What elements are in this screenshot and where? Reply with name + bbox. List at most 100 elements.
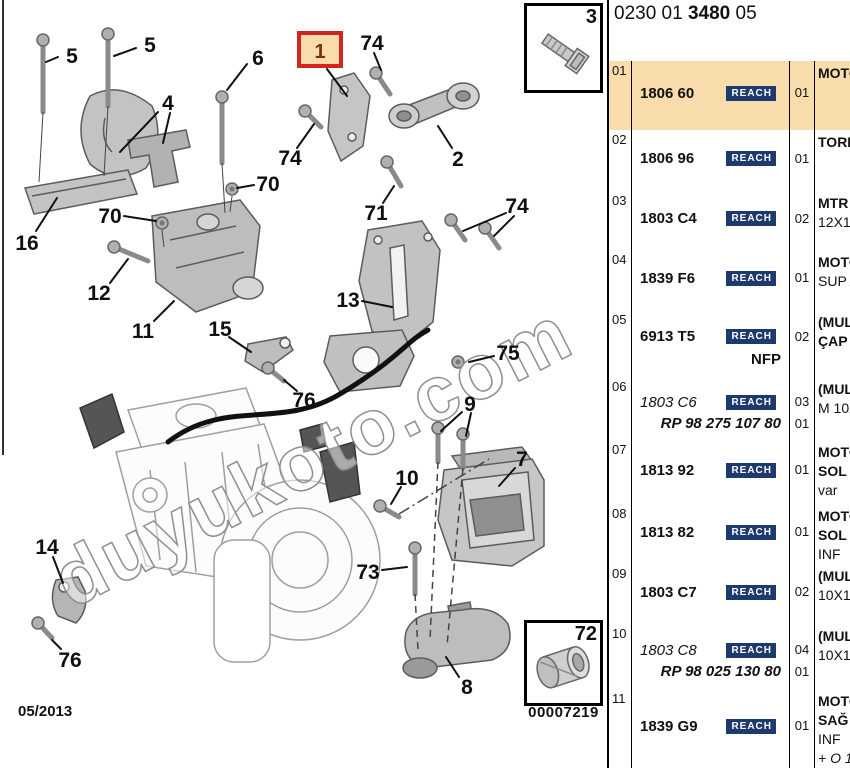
callout-74[interactable]: 74 bbox=[505, 195, 529, 218]
part-number[interactable]: 1806 96 bbox=[640, 150, 695, 168]
torque-rod-2-drawing bbox=[388, 82, 480, 129]
reach-badge[interactable]: REACH bbox=[726, 642, 776, 658]
callout-leader bbox=[381, 566, 408, 571]
callout-13[interactable]: 13 bbox=[336, 289, 359, 312]
callout-71[interactable]: 71 bbox=[364, 202, 388, 225]
bolt-icon bbox=[101, 27, 115, 109]
part-number[interactable]: 1803 C4 bbox=[640, 210, 697, 228]
description-line: 10X15 bbox=[818, 646, 850, 665]
reach-badge[interactable]: REACH bbox=[726, 462, 776, 478]
bolt-icon bbox=[31, 616, 55, 641]
part-number[interactable]: 1839 F6 bbox=[640, 269, 696, 287]
replacement-reference: RP 98 025 130 80 bbox=[660, 663, 781, 681]
callout-8[interactable]: 8 bbox=[461, 676, 473, 699]
callout-76[interactable]: 76 bbox=[292, 389, 315, 412]
reach-badge[interactable]: REACH bbox=[726, 394, 776, 410]
callout-75[interactable]: 75 bbox=[496, 342, 520, 365]
selected-callout-box[interactable] bbox=[297, 31, 343, 68]
callout-76[interactable]: 76 bbox=[58, 649, 81, 672]
part-number[interactable]: 1803 C7 bbox=[640, 583, 697, 601]
callout-15[interactable]: 15 bbox=[208, 318, 232, 341]
callout-5[interactable]: 5 bbox=[144, 34, 156, 57]
callout-73[interactable]: 73 bbox=[356, 561, 379, 584]
description-cell: MTR S12X17 bbox=[815, 191, 850, 250]
description-line: SOL bbox=[818, 462, 850, 481]
callout-9[interactable]: 9 bbox=[464, 393, 476, 416]
callout-2[interactable]: 2 bbox=[452, 148, 464, 171]
quantity-value: 01 bbox=[794, 85, 810, 101]
part-number[interactable]: 1806 60 bbox=[640, 84, 695, 102]
callout-leader bbox=[468, 355, 495, 363]
description-cell: MOTOSOLINF bbox=[815, 504, 850, 564]
part-3-icon-box[interactable]: 3 bbox=[524, 3, 603, 93]
callout-leader bbox=[437, 125, 453, 149]
reach-badge[interactable]: REACH bbox=[726, 270, 776, 286]
reach-badge[interactable]: REACH bbox=[726, 718, 776, 734]
replacement-reference: NFP bbox=[751, 350, 781, 368]
callout-1[interactable]: 1 bbox=[314, 41, 325, 63]
reach-badge[interactable]: REACH bbox=[726, 211, 776, 227]
description-line: SUP A bbox=[818, 272, 850, 291]
part-number-cell: 1839 F6 REACH bbox=[632, 250, 790, 310]
callout-74[interactable]: 74 bbox=[360, 32, 384, 55]
description-text: SOL bbox=[818, 527, 847, 543]
hardware-layer bbox=[31, 27, 502, 651]
row-number-cell: 11 bbox=[609, 689, 632, 768]
callout-6[interactable]: 6 bbox=[252, 47, 264, 70]
part-72-number: 72 bbox=[574, 623, 597, 645]
part-line: 1813 92 REACH bbox=[640, 461, 776, 479]
part-line: 1803 C8 REACH bbox=[640, 641, 776, 659]
part-number[interactable]: 1803 C8 bbox=[640, 641, 697, 659]
description-line: MOTO bbox=[818, 443, 850, 462]
part-3-number: 3 bbox=[585, 6, 597, 28]
callout-4[interactable]: 4 bbox=[162, 92, 174, 115]
description-line: (MUL bbox=[818, 380, 850, 399]
part-number[interactable]: 6913 T5 bbox=[640, 328, 696, 346]
callout-11[interactable]: 11 bbox=[132, 320, 155, 343]
assembly-dash-line bbox=[446, 467, 464, 647]
callout-70[interactable]: 70 bbox=[256, 173, 279, 196]
description-line: 12X17 bbox=[818, 213, 850, 232]
part-number[interactable]: 1839 G9 bbox=[640, 717, 698, 735]
reach-badge[interactable]: REACH bbox=[726, 584, 776, 600]
description-cell: MOTO bbox=[815, 61, 850, 130]
part-number[interactable]: 1803 C6 bbox=[640, 393, 697, 411]
reach-badge[interactable]: REACH bbox=[726, 329, 776, 345]
description-text: (MUL bbox=[818, 568, 850, 584]
table-blank-row bbox=[609, 28, 850, 63]
part-number[interactable]: 1813 92 bbox=[640, 461, 695, 479]
reach-badge[interactable]: REACH bbox=[726, 85, 776, 101]
callout-74[interactable]: 74 bbox=[278, 147, 302, 170]
description-text: ÇAP 1 bbox=[818, 333, 850, 349]
bolt-icon bbox=[431, 421, 445, 465]
callout-5[interactable]: 5 bbox=[66, 45, 78, 68]
callout-7[interactable]: 7 bbox=[516, 448, 528, 471]
callout-70[interactable]: 70 bbox=[98, 205, 121, 228]
description-text: + O 1 bbox=[818, 750, 850, 766]
description-text: TORK bbox=[818, 134, 850, 150]
callout-14[interactable]: 14 bbox=[35, 536, 59, 559]
part-72-icon-box[interactable]: 72 bbox=[524, 620, 603, 706]
reach-badge[interactable]: REACH bbox=[726, 524, 776, 540]
engine-transmission-drawing bbox=[79, 387, 381, 663]
reach-badge[interactable]: REACH bbox=[726, 151, 776, 167]
part-number-cell: 1839 G9 REACH bbox=[632, 689, 790, 768]
callout-12[interactable]: 12 bbox=[87, 282, 110, 305]
callout-10[interactable]: 10 bbox=[395, 467, 418, 490]
part-number[interactable]: 1813 82 bbox=[640, 523, 695, 541]
description-line: INF bbox=[818, 545, 850, 564]
callout-16[interactable]: 16 bbox=[15, 232, 38, 255]
